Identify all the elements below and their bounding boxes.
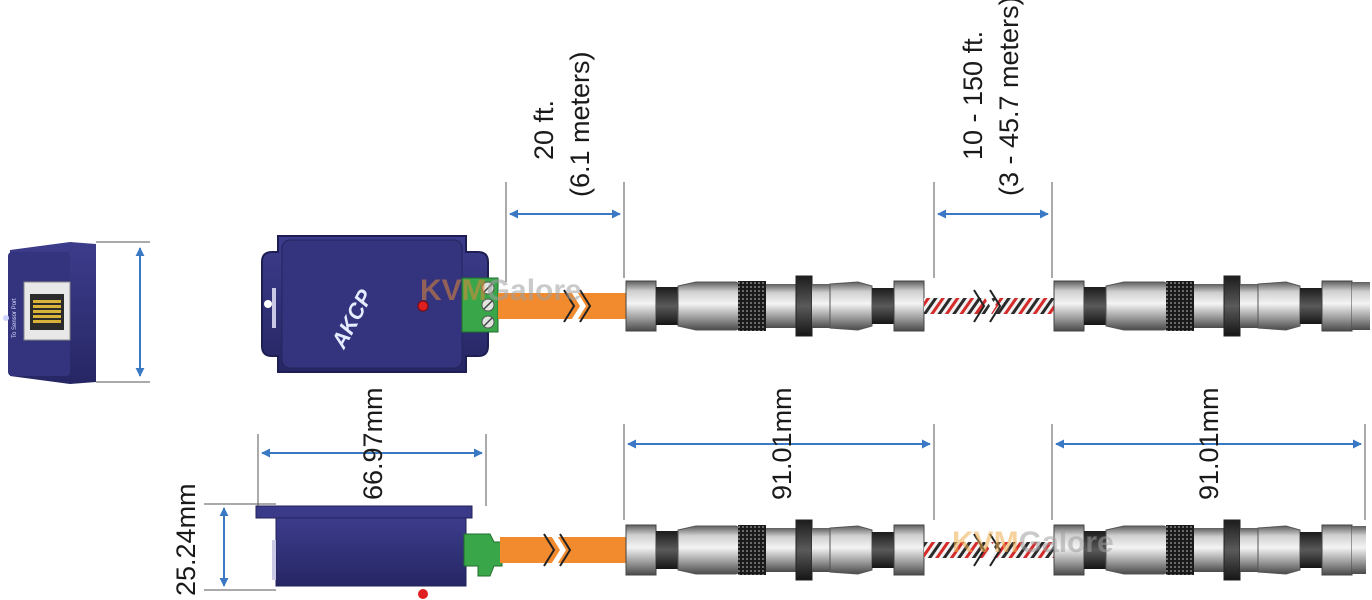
watermark-bottom: KVMGalore <box>952 526 1114 559</box>
dim-unit-width: 66.97mm <box>358 387 388 500</box>
sensor-unit-side-view <box>255 505 503 599</box>
connector-2-top <box>1053 275 1353 337</box>
orange-cable-top <box>498 293 626 319</box>
dim-unit-height: 25.24mm <box>171 483 201 596</box>
rj45-port-label: To Sensor Port <box>12 298 18 338</box>
dim-150ft-line1: 10 - 150 ft. <box>958 31 988 160</box>
status-led <box>417 300 429 312</box>
dim-20ft-line2: (6.1 meters) <box>565 51 595 197</box>
sensor-unit-top-view: AKCP <box>261 235 499 373</box>
connector-1-bottom <box>625 519 925 581</box>
rj45-end-view: To Sensor Port <box>3 242 96 384</box>
dim-conn2-length: 91.01mm <box>1194 387 1224 500</box>
dim-conn1-length: 91.01mm <box>767 387 797 500</box>
watermark-top: KVMGalore <box>420 274 582 307</box>
dim-150ft-line2: (3 - 45.7 meters) <box>994 0 1024 196</box>
connector-1-top <box>625 275 925 337</box>
striped-cable-bottom <box>924 542 1054 558</box>
striped-cable-top <box>924 298 1054 314</box>
dim-20ft-line1: 20 ft. <box>529 100 559 160</box>
